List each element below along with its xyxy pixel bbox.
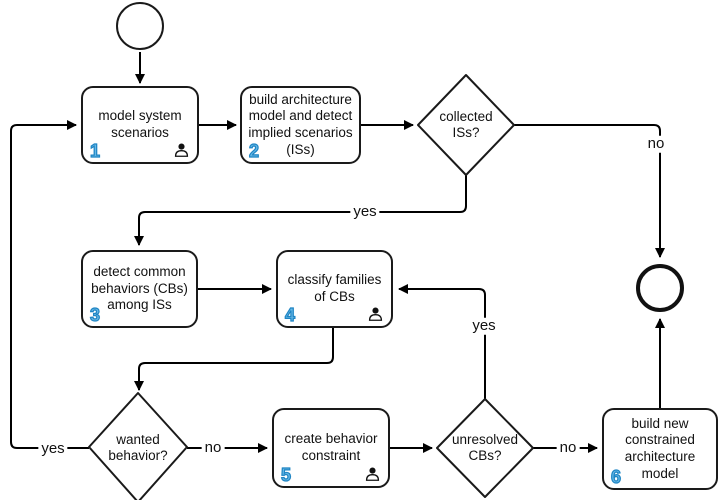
edge-decision1-yes-to-box3 — [134, 175, 467, 246]
person-icon — [364, 466, 381, 482]
step-number-2: 2 — [248, 141, 260, 161]
edge-label-no: no — [556, 439, 580, 457]
edge-label-no: no — [201, 439, 225, 457]
task-label: classify families of CBs — [287, 272, 382, 304]
person-icon — [173, 142, 190, 158]
decision-unresolved-cbs-shape — [436, 398, 534, 498]
start-node — [116, 2, 164, 50]
edge-label-yes: yes — [469, 317, 499, 335]
decision-unresolved-cbs-label: unresolved CBs? — [451, 431, 519, 463]
edge-decision2-yes-to-box1 — [10, 120, 89, 449]
step-number-4: 4 — [284, 305, 296, 325]
step-number-1: 1 — [89, 141, 101, 161]
task-label: build architecture model and detect impl… — [248, 91, 353, 157]
edge-label-yes: yes — [38, 440, 68, 458]
task-detect-common-behaviors: detect common behaviors (CBs) among ISs … — [81, 250, 198, 328]
decision-wanted-behavior-label: wanted behavior? — [108, 431, 168, 463]
step-number-6: 6 — [610, 467, 622, 487]
end-node — [636, 264, 684, 312]
task-label: model system scenarios — [98, 108, 182, 140]
decision-collected-iss-label: collected ISs? — [439, 108, 493, 140]
step-number-3: 3 — [89, 305, 101, 325]
task-label: create behavior constraint — [284, 431, 378, 463]
task-classify-families-of-cbs: classify families of CBs 4 — [276, 250, 393, 328]
task-label: build new constrained architecture model — [624, 415, 696, 481]
edge-decision3-yes-to-box4 — [398, 284, 486, 399]
task-create-behavior-constraint: create behavior constraint 5 — [272, 408, 390, 488]
task-build-architecture-model: build architecture model and detect impl… — [240, 86, 361, 164]
person-icon — [367, 306, 384, 322]
task-label: detect common behaviors (CBs) among ISs — [91, 263, 188, 313]
step-number-5: 5 — [280, 465, 292, 485]
decision-wanted-behavior-shape — [88, 392, 188, 500]
decision-collected-iss-shape — [417, 74, 515, 176]
task-model-system-scenarios: model system scenarios 1 — [81, 86, 199, 164]
edge-decision1-no-to-end — [514, 124, 665, 258]
task-build-new-constrained-model: build new constrained architecture model… — [602, 408, 718, 490]
edge-label-no: no — [644, 135, 668, 153]
edge-label-yes: yes — [350, 203, 380, 221]
edge-box4-to-decision2 — [134, 328, 334, 391]
